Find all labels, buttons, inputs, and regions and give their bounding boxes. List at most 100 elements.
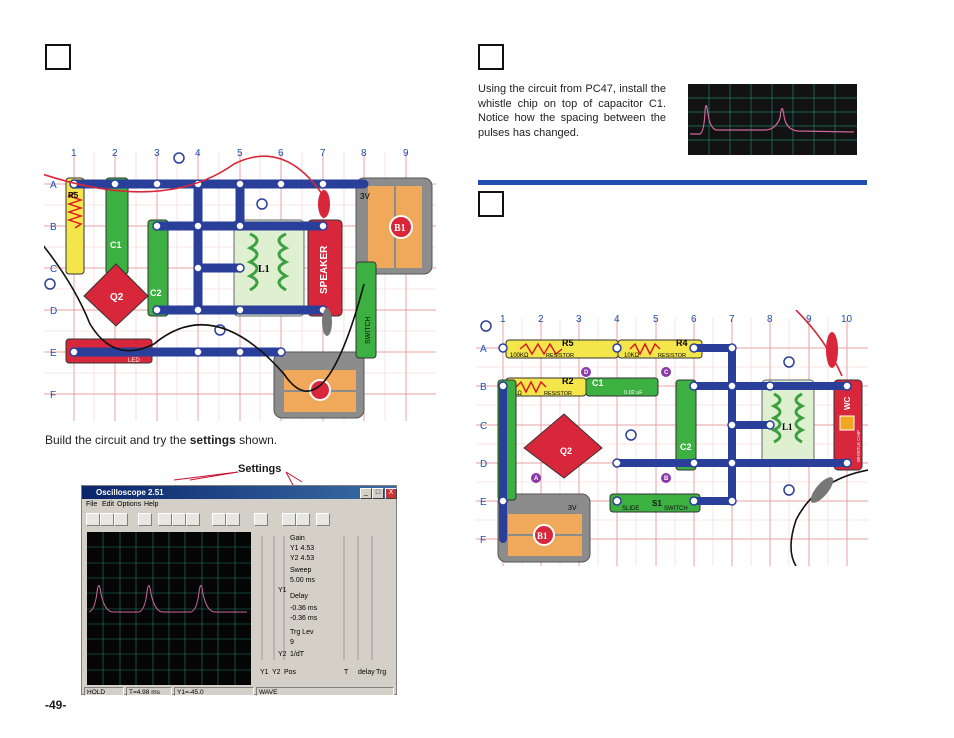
status-time: T=4.98 ms [126, 687, 172, 696]
toolbar-button[interactable] [158, 513, 172, 526]
oscilloscope-screen [87, 532, 251, 685]
right-col-label: 3 [576, 314, 582, 325]
toolbar-button[interactable] [114, 513, 128, 526]
right-col-label: 4 [614, 314, 620, 325]
y2-marker: Y2 [278, 651, 287, 658]
right-col-label: 6 [691, 314, 697, 325]
toolbar-button[interactable] [226, 513, 240, 526]
right-pin-c: C [664, 370, 669, 376]
trigger-button[interactable] [296, 513, 310, 526]
toolbar-button[interactable] [186, 513, 200, 526]
trigger-level-label: Trg Lev [290, 629, 314, 636]
settings-callout-label: Settings [238, 463, 282, 475]
y1-gain-value: Y1 4.53 [290, 545, 315, 552]
right-pin-d: D [584, 370, 589, 376]
delay-label: Delay [290, 593, 308, 600]
right-l1-label: L1 [782, 422, 793, 432]
left-c2-label: C2 [150, 288, 162, 298]
right-s1-label: S1 [652, 499, 662, 508]
left-sp-label: SPEAKER [319, 245, 330, 294]
right-r5-label: R5 [562, 338, 574, 348]
left-r5-label: R5 [68, 191, 79, 200]
sweep-value: 5.00 ms [290, 577, 315, 584]
left-row-label: C [50, 264, 57, 275]
toolbar-button[interactable] [100, 513, 114, 526]
project-checkbox-right-top[interactable] [478, 44, 504, 70]
left-row-label: D [50, 306, 57, 317]
left-col-label: 4 [195, 148, 201, 159]
menu-file[interactable]: File [86, 501, 98, 508]
right-row-label: B [480, 382, 487, 393]
left-b1-volt: 3V [360, 192, 370, 201]
right-pin-b: B [664, 476, 669, 482]
left-q2-label: Q2 [110, 292, 124, 303]
left-col-label: 5 [237, 148, 243, 159]
whistle-waveform-display [688, 84, 857, 155]
right-r5-value: 100KΩ [510, 353, 529, 359]
right-col-label: 7 [729, 314, 735, 325]
right-col-label: 8 [767, 314, 773, 325]
toolbar-button[interactable] [86, 513, 100, 526]
right-row-label: D [480, 459, 487, 470]
left-b1-label: B1 [394, 223, 406, 234]
right-r4-label: R4 [676, 338, 688, 348]
toolbar-button[interactable] [282, 513, 296, 526]
right-col-label: 9 [806, 314, 812, 325]
right-pin-a: A [534, 476, 539, 482]
left-col-label: 1 [71, 148, 77, 159]
left-col-label: 7 [320, 148, 326, 159]
control-panel: Gain Y1 4.53 Y2 4.53 Sweep 5.00 ms Y1 De… [254, 532, 394, 685]
right-r2-label: R2 [562, 376, 574, 386]
toolbar-button[interactable] [212, 513, 226, 526]
left-d1-type: LED [128, 358, 140, 364]
menu-help[interactable]: Help [144, 501, 159, 508]
status-wave: WAVE [256, 687, 394, 696]
toolbar-button[interactable] [138, 513, 152, 526]
left-l1-label: L1 [258, 264, 270, 275]
section-divider [478, 180, 867, 185]
menu-edit[interactable]: Edit [102, 501, 115, 508]
waveform-mode-button[interactable] [172, 513, 186, 526]
status-hold: HOLD [84, 687, 124, 696]
bottom-label-y1: Y1 [260, 669, 269, 676]
right-c1-label: C1 [592, 378, 604, 388]
left-row-label: A [50, 180, 57, 191]
close-button[interactable]: X [385, 488, 397, 499]
right-row-label: E [480, 497, 487, 508]
oscilloscope-titlebar: Oscilloscope 2.51 [82, 486, 396, 499]
y2-gain-value: Y2 4.53 [290, 555, 315, 562]
left-col-label: 8 [361, 148, 367, 159]
oscilloscope-window: Oscilloscope 2.51 _ □ X File Edit Option… [81, 485, 397, 696]
page-number: -49- [45, 698, 67, 712]
left-circuit-diagram: 1 2 3 4 5 6 7 8 9 A B C D E F B1 3V R5 C… [44, 144, 436, 421]
left-s1-label: SWITCH [365, 316, 372, 344]
toolbar-button[interactable] [316, 513, 330, 526]
right-col-label: 1 [500, 314, 506, 325]
bottom-label-delay: delay [358, 669, 375, 676]
menu-options[interactable]: Options [117, 501, 142, 508]
left-c1-label: C1 [110, 240, 122, 250]
sweep-label: Sweep [290, 567, 312, 574]
maximize-button[interactable]: □ [372, 488, 384, 499]
bottom-label-t: T [344, 669, 349, 676]
bottom-label-y2: Y2 [272, 669, 281, 676]
right-row-label: F [480, 535, 486, 546]
right-b1-volt: 3V [568, 505, 577, 512]
y1-marker: Y1 [278, 587, 287, 594]
settings-emphasis: settings [189, 433, 236, 447]
minimize-button[interactable]: _ [360, 488, 372, 499]
right-r5-type: RESISTOR [546, 353, 574, 359]
right-r4-type: RESISTOR [658, 353, 686, 359]
toolbar-button[interactable] [254, 513, 268, 526]
right-col-label: 10 [841, 314, 853, 325]
right-c1-value: 0.02 uF [624, 390, 643, 396]
right-col-label: 5 [653, 314, 659, 325]
one-over-dt-label: 1/dT [290, 651, 305, 658]
project-checkbox-right-bottom[interactable] [478, 191, 504, 217]
trigger-level-value: 9 [290, 639, 294, 646]
left-row-label: F [50, 390, 56, 401]
right-circuit-diagram: 1 2 3 4 5 6 7 8 9 10 A B C D E F B1 3V R… [476, 310, 868, 566]
right-wc-type: WHISTLE CHIP [856, 430, 861, 462]
project-checkbox-left[interactable] [45, 44, 71, 70]
left-col-label: 2 [112, 148, 118, 159]
